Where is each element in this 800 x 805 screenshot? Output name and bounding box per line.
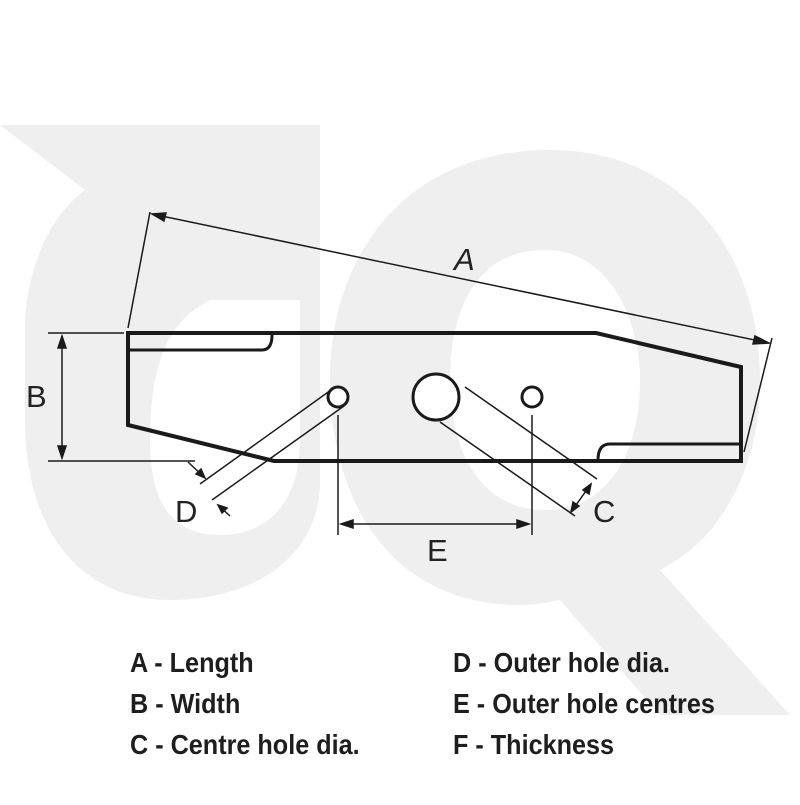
legend-item-outer-hole-centres: E - Outer hole centres bbox=[453, 688, 715, 719]
dimension-c-extension-lower bbox=[439, 421, 576, 517]
outer-hole-right bbox=[520, 385, 544, 409]
legend-item-width: B - Width bbox=[130, 688, 241, 719]
blade bbox=[126, 331, 743, 463]
legend-item-outer-hole: D - Outer hole dia. bbox=[453, 647, 671, 678]
dimension-d-extension-lower bbox=[211, 405, 345, 501]
label-d: D bbox=[175, 494, 197, 529]
legend-item-length: A - Length bbox=[130, 647, 254, 678]
dimension-d-arrow-lower bbox=[216, 503, 229, 515]
dimension-d-arrow-upper bbox=[194, 467, 207, 480]
dimension-c-arrow-top bbox=[581, 482, 593, 496]
label-e: E bbox=[427, 533, 448, 568]
blade-outline bbox=[126, 331, 743, 463]
dimension-e-arrow-left bbox=[338, 518, 354, 530]
legend-right: D - Outer hole dia. E - Outer hole centr… bbox=[453, 642, 715, 765]
holes bbox=[326, 372, 544, 422]
dimension-b-arrow-top bbox=[56, 333, 68, 349]
bevel-edge-bottom-right bbox=[596, 442, 739, 461]
dimension-a-extension-right bbox=[743, 337, 773, 453]
label-c: C bbox=[593, 494, 615, 529]
watermark-logo bbox=[0, 125, 790, 715]
legend-item-thickness: F - Thickness bbox=[453, 729, 615, 760]
dimension-a-line bbox=[151, 213, 770, 344]
label-b: B bbox=[26, 379, 47, 414]
legend-item-centre-hole: C - Centre hole dia. bbox=[130, 729, 360, 760]
centre-hole bbox=[411, 372, 461, 422]
dimension-a-extension-left bbox=[127, 211, 151, 329]
label-a: A bbox=[452, 242, 475, 277]
outer-hole-left bbox=[326, 385, 350, 409]
dimension-c-extension-upper bbox=[464, 386, 598, 480]
bevel-edge-top-left bbox=[130, 334, 274, 352]
dimension-lines bbox=[48, 211, 773, 535]
dimension-c-arrow-bottom bbox=[569, 500, 581, 514]
dimension-b-arrow-bottom bbox=[56, 445, 68, 461]
legend-left: A - Length B - Width C - Centre hole dia… bbox=[130, 642, 360, 765]
blade-bevel-edges bbox=[130, 334, 739, 461]
dimension-a-arrow-left bbox=[149, 212, 167, 223]
dimension-d-extension-upper bbox=[199, 389, 332, 485]
dimension-e-arrow-right bbox=[516, 518, 532, 530]
dimension-a-arrow-right bbox=[752, 334, 772, 345]
